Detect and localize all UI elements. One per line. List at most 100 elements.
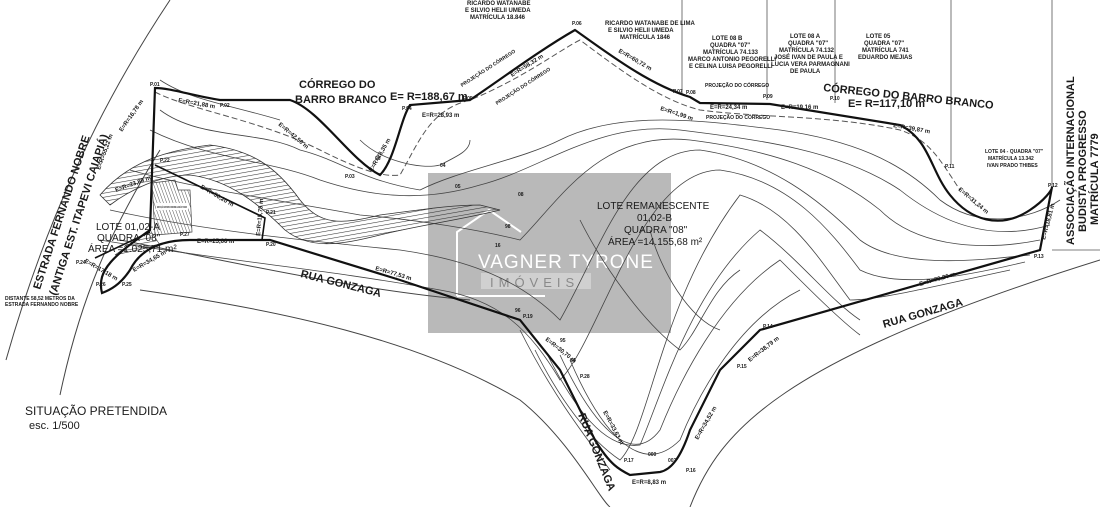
point-label: P.24	[76, 260, 86, 266]
rua-gonzaga-left: RUA GONZAGA	[299, 268, 382, 300]
measurement: E=R=16,78 m	[119, 99, 145, 133]
contour-label: 96	[515, 308, 521, 314]
point-label: P.27	[180, 232, 190, 238]
neighbor-text: DE PAULA	[790, 69, 821, 75]
measurement: E=R=28,93 m	[422, 113, 459, 119]
measurement: E=R=50,20 m	[199, 185, 234, 209]
lote-a-line1: LOTE 01,02-A	[96, 222, 160, 233]
neighbor-lote-08a: LOTE 08 A	[790, 34, 821, 40]
point-markers: P.01 P.02 P.03 P.04 P.05 P.06 P.07 P.08 …	[76, 21, 1058, 474]
point-label: P.21	[266, 210, 276, 216]
title-main: SITUAÇÃO PRETENDIDA	[25, 404, 167, 418]
neighbor-text: BUDISTA PROGRESSO	[1077, 110, 1089, 232]
measurement: E=R=38,79 m	[748, 336, 781, 364]
contour-label: 16	[495, 243, 501, 249]
neighbor-text: QUADRA "07"	[864, 41, 904, 47]
contour-label: 98	[505, 224, 511, 230]
distance-note-line1: DISTANTE 58,52 METROS DA	[5, 296, 75, 302]
measurement: E=R=18,81 m	[1041, 203, 1056, 241]
point-label: P.11	[945, 164, 955, 170]
hatched-easement	[99, 144, 501, 245]
projecao-label: PROJEÇÃO DO CÓRREGO	[706, 113, 770, 121]
measurement: E=R=28,35 m	[369, 138, 393, 173]
contour-label: 05	[455, 184, 461, 190]
point-label: P.07	[673, 89, 683, 95]
contour-label: 000	[648, 452, 657, 458]
rua-gonzaga-lower-right	[689, 259, 1100, 507]
point-label: P.26	[96, 282, 106, 288]
lote-rem-line2: 01,02-B	[637, 213, 672, 224]
neighbor-text: QUADRA "07"	[710, 43, 750, 49]
contour-label: 95	[560, 338, 566, 344]
point-label: P.16	[686, 468, 696, 474]
neighbor-text: MATRÍCULA 13.342	[988, 154, 1034, 162]
point-label: P.06	[572, 21, 582, 27]
measurement: E=R=8,83 m	[632, 480, 666, 486]
neighbor-lote-08b: LOTE 08 B	[712, 36, 743, 42]
point-label: P.10	[830, 96, 840, 102]
neighbor-text: E SILVIO HELII UMEDA	[608, 28, 674, 34]
point-label: P.02	[220, 103, 230, 109]
house-outline-icon	[456, 208, 522, 296]
watermark-brand: VAGNER TYRONE	[478, 252, 654, 273]
neighbor-text: MATRÍCULA 18.846	[470, 13, 526, 21]
neighbor-text: LUCIA VERA PARMAGNANI	[771, 62, 850, 68]
point-label: P.15	[737, 364, 747, 370]
building-note: EDIFICAÇÃO EXISTENTE CONFORME ALVARÁ Nº …	[157, 204, 187, 209]
neighbor-ricardo-left: RICARDO WATANABE	[467, 1, 530, 7]
property-boundary	[99, 28, 1054, 477]
projecao-label: PROJEÇÃO DO CÓRREGO	[705, 81, 769, 89]
neighbor-text: MATRÍCULA 74.133	[703, 48, 759, 56]
point-label: P.03	[345, 174, 355, 180]
point-label: P.22	[160, 158, 170, 164]
lote-rem-line3: QUADRA "08"	[624, 225, 688, 236]
point-label: P.12	[1048, 183, 1058, 189]
corrego-left-line2: BARRO BRANCO	[295, 94, 387, 106]
neighbor-text: MATRÍCULA 741	[862, 46, 909, 54]
contour-label: 94	[570, 358, 576, 364]
neighbor-text: E CELINA LUISA PEGORELLI	[689, 64, 773, 70]
measurement: E=R=31,24 m	[957, 187, 989, 216]
point-label: P.17	[624, 458, 634, 464]
measurement: E=R=24,34 m	[710, 105, 747, 111]
measurement: E=R=42,50 m	[277, 122, 309, 151]
drawing-title: SITUAÇÃO PRETENDIDA esc. 1/500	[25, 404, 167, 432]
point-label: P.05	[463, 96, 473, 102]
contour-labels: 04 05 06 08 16 98 96 95 94 000 002	[375, 156, 677, 464]
measurement: E=R=33,63 m	[601, 410, 624, 446]
contour-label: 06	[375, 156, 381, 162]
watermark-sub: IMÓVEIS	[490, 275, 579, 290]
contour-label: 002	[668, 458, 677, 464]
neighbor-lote-04: LOTE 04 - QUADRA "07"	[985, 149, 1044, 155]
neighbor-text: E SILVIO HELII UMEDA	[465, 8, 531, 14]
point-label: P.13	[1034, 254, 1044, 260]
measurement: E=R=19,16 m	[781, 105, 818, 111]
inner-boundary-p22-p21	[154, 164, 266, 241]
title-scale: esc. 1/500	[29, 420, 80, 432]
measurement: E=R=34,52 m	[695, 406, 719, 441]
measurement: E=R=21,88 m	[178, 98, 216, 110]
point-label: P.19	[523, 314, 533, 320]
neighbor-ricardo-right: RICARDO WATANABE DE LIMA	[605, 21, 695, 27]
neighbor-text: MATRÍCULA 1846	[620, 33, 671, 41]
point-label: P.20	[266, 242, 276, 248]
measurement-arc-117: E= R=117,10 m	[848, 98, 925, 110]
point-label: P.25	[122, 282, 132, 288]
neighbor-labels: RICARDO WATANABE E SILVIO HELII UMEDA MA…	[465, 1, 1100, 245]
rua-gonzaga-right: RUA GONZAGA	[882, 297, 965, 331]
point-label: P.09	[763, 94, 773, 100]
neighbor-text: EDUARDO MEJIAS	[858, 55, 912, 61]
inner-boundary-p26	[94, 231, 151, 259]
neighbor-text: MATRÍCULA 7779	[1088, 133, 1100, 225]
neighbor-text: QUADRA "07"	[788, 41, 828, 47]
contour-lines	[99, 79, 1061, 471]
point-label: P.04	[402, 106, 412, 112]
neighbor-associacao: ASSOCIAÇÃO INTERNACIONAL	[1064, 76, 1077, 245]
measurement-arc-188: E= R=188,67 m	[390, 91, 468, 103]
lote-a-line3: ÁREA =1.025,71 m²	[88, 242, 177, 255]
neighbor-text: MATRÍCULA 74.132	[779, 46, 835, 54]
contour-label: 04	[440, 163, 446, 169]
distance-note-line2: ESTRADA FERNANDO NOBRE	[5, 302, 79, 308]
lote-a-line2: QUADRA "08"	[97, 233, 161, 244]
point-label: P.14	[763, 324, 773, 330]
